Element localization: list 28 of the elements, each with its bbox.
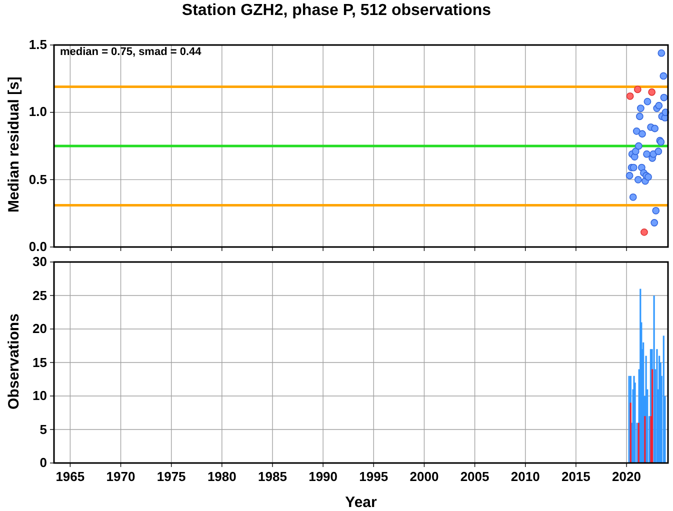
tick-label: 30	[32, 254, 47, 269]
tick-label: 5	[40, 422, 47, 436]
tick-label: 1965	[54, 469, 86, 484]
tick-label: 1985	[257, 469, 288, 484]
tick-label: 10	[32, 388, 47, 403]
axis-title: Median residual [s]	[6, 76, 22, 214]
tick-label: 20	[32, 321, 47, 336]
axis-title: Observations	[6, 312, 22, 411]
tick-label: 0.0	[28, 239, 47, 254]
chart-title: Station GZH2, phase P, 512 observations	[180, 2, 492, 20]
annotation-text: median = 0.75, smad = 0.44	[60, 46, 202, 58]
tick-label: 1.0	[28, 104, 47, 120]
tick-label: 1995	[358, 469, 390, 484]
tick-label: 2020	[611, 469, 642, 484]
tick-label: 1980	[206, 469, 238, 484]
tick-label: 0	[40, 455, 47, 470]
tick-label: 1975	[156, 469, 187, 484]
tick-label: 2010	[510, 469, 541, 484]
tick-label: 25	[32, 288, 47, 302]
tick-label: 2005	[459, 469, 490, 484]
tick-label: 0.5	[28, 172, 47, 187]
tick-label: 1990	[308, 469, 339, 484]
tick-label: 1970	[105, 469, 136, 484]
tick-label: 15	[32, 354, 47, 370]
tick-label: 2000	[408, 469, 440, 484]
tick-label: 1.5	[28, 37, 47, 52]
axis-title: Year	[344, 494, 378, 511]
tick-label: 2015	[560, 469, 592, 484]
